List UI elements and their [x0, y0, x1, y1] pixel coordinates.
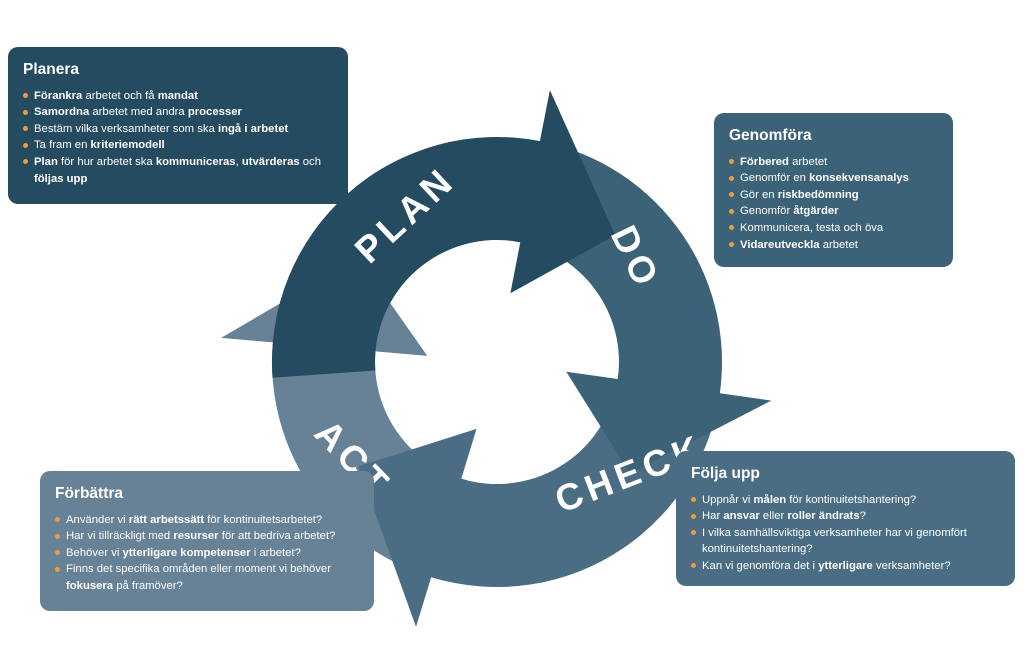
bold-text: målen — [753, 493, 787, 506]
text: för att bedriva arbetet? — [218, 530, 336, 543]
text: eller — [759, 510, 788, 523]
bold-text: Samordna — [34, 106, 90, 119]
act-box-title: Förbättra — [55, 485, 124, 502]
text: Gör en — [740, 188, 778, 201]
text: för kontinuitetshantering? — [786, 493, 917, 506]
act-box: Förbättra Använder vi rätt arbetssätt fö… — [40, 471, 374, 611]
text: Finns det specifika områden eller moment… — [66, 563, 331, 576]
list-item: Uppnår vi målen för kontinuitetshanterin… — [691, 492, 1001, 509]
plan-arrow — [271, 90, 616, 378]
text: arbetet med andra — [89, 106, 188, 119]
bold-text: utvärderas — [241, 155, 300, 168]
text: Genomför en — [740, 172, 810, 185]
list-item: Använder vi rätt arbetssätt för kontinui… — [55, 512, 360, 529]
bold-text: konsekvensanalys — [809, 172, 909, 185]
text: arbetet — [819, 238, 858, 251]
text: Behöver vi — [66, 546, 123, 559]
bold-text: kommuniceras — [155, 155, 236, 168]
text: Uppnår vi — [702, 493, 754, 506]
bold-text: ansvar — [723, 510, 760, 523]
text: I vilka samhällsviktiga verksamheter har… — [702, 526, 967, 556]
text: i arbetet? — [250, 546, 301, 559]
list-item: Plan för hur arbetet ska kommuniceras, u… — [23, 154, 334, 187]
text: och — [299, 155, 321, 168]
bold-text: mandat — [157, 89, 198, 102]
text: ? — [859, 510, 866, 523]
list-item: Har ansvar eller roller ändrats? — [691, 508, 1001, 525]
bold-text: roller ändrats — [787, 510, 860, 523]
list-item: Bestäm vilka verksamheter som ska ingå i… — [23, 121, 334, 138]
bold-text: ytterligare — [818, 559, 873, 572]
bold-text: riskbedömning — [777, 188, 859, 201]
text: Ta fram en — [34, 139, 91, 152]
text: verksamheter? — [872, 559, 951, 572]
text: Använder vi — [66, 513, 129, 526]
list-item: Genomför åtgärder — [729, 203, 939, 220]
bold-text: Förankra — [34, 89, 83, 102]
check-box-list: Uppnår vi målen för kontinuitetshanterin… — [691, 492, 1001, 575]
check-box-title: Följa upp — [691, 465, 760, 482]
text: , — [235, 155, 242, 168]
text: Bestäm vilka verksamheter som ska — [34, 122, 218, 135]
bold-text: fokusera — [66, 579, 114, 592]
text: för hur arbetet ska — [57, 155, 156, 168]
bold-text: ytterligare kompetenser — [122, 546, 251, 559]
check-box: Följa upp Uppnår vi målen för kontinuite… — [676, 451, 1015, 586]
list-item: Behöver vi ytterligare kompetenser i arb… — [55, 545, 360, 562]
bold-text: processer — [187, 106, 242, 119]
act-box-list: Använder vi rätt arbetssätt för kontinui… — [55, 512, 360, 595]
text: Har — [702, 510, 724, 523]
text: på framöver? — [113, 579, 183, 592]
plan-box-title: Planera — [23, 61, 80, 78]
list-item: Har vi tillräckligt med resurser för att… — [55, 528, 360, 545]
text: för kontinuitetsarbetet? — [204, 513, 323, 526]
text: Kommunicera, testa och öva — [740, 221, 884, 234]
list-item: Ta fram en kriteriemodell — [23, 137, 334, 154]
text: Har vi tillräckligt med — [66, 530, 174, 543]
do-box-title: Genomföra — [729, 127, 812, 144]
bold-text: Vidareutveckla — [740, 238, 820, 251]
text: arbetet — [788, 155, 828, 168]
list-item: Vidareutveckla arbetet — [729, 237, 939, 254]
bold-text: resurser — [173, 530, 219, 543]
text: arbetet och få — [82, 89, 158, 102]
list-item: Förbered arbetet — [729, 154, 939, 171]
bold-text: ingå i arbetet — [217, 122, 289, 135]
text: Genomför — [740, 205, 794, 218]
list-item: Finns det specifika områden eller moment… — [55, 561, 360, 594]
bold-text: åtgärder — [793, 205, 839, 218]
bold-text: Förbered — [740, 155, 789, 168]
list-item: I vilka samhällsviktiga verksamheter har… — [691, 525, 1001, 558]
bold-text: Plan — [34, 155, 58, 168]
list-item: Förankra arbetet och få mandat — [23, 88, 334, 105]
bold-text: rätt arbetssätt — [128, 513, 205, 526]
list-item: Kommunicera, testa och öva — [729, 220, 939, 237]
list-item: Genomför en konsekvensanalys — [729, 170, 939, 187]
text: Kan vi genomföra det i — [702, 559, 819, 572]
list-item: Kan vi genomföra det i ytterligare verks… — [691, 558, 1001, 575]
bold-text: kriteriemodell — [90, 139, 165, 152]
list-item: Samordna arbetet med andra processer — [23, 104, 334, 121]
list-item: Gör en riskbedömning — [729, 187, 939, 204]
bold-text: följas upp — [34, 172, 88, 185]
